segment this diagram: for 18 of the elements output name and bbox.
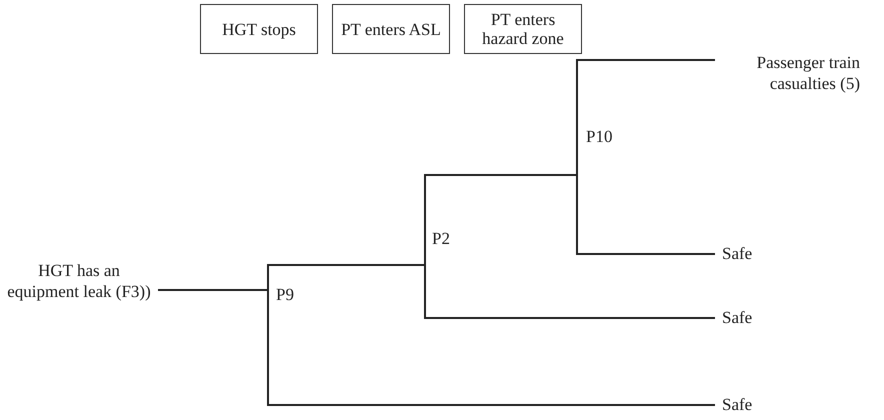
branch-probability-label: P9 [276,284,306,306]
outcome-text: Safe [722,243,782,265]
tree-branch-line [424,174,577,265]
outcome-text: Passenger train casualties (5) [720,52,860,96]
tree-branch-line [267,264,425,290]
initiating-event-text: HGT has an equipment leak (F3)) [2,260,156,326]
tree-branch-line [576,175,715,255]
event-header-box: PT enters ASL [332,4,450,54]
tree-branch-line [267,290,715,406]
outcome-text: Safe [722,307,782,329]
tree-branch-line [424,265,715,319]
branch-probability-label: P2 [432,228,462,250]
event-header-box: PT enters hazard zone [464,4,582,54]
tree-branch-line [576,59,715,175]
branch-probability-label: P10 [586,126,622,148]
event-header-box: HGT stops [200,4,318,54]
tree-branch-line [158,289,268,291]
outcome-text: Safe [722,394,782,416]
